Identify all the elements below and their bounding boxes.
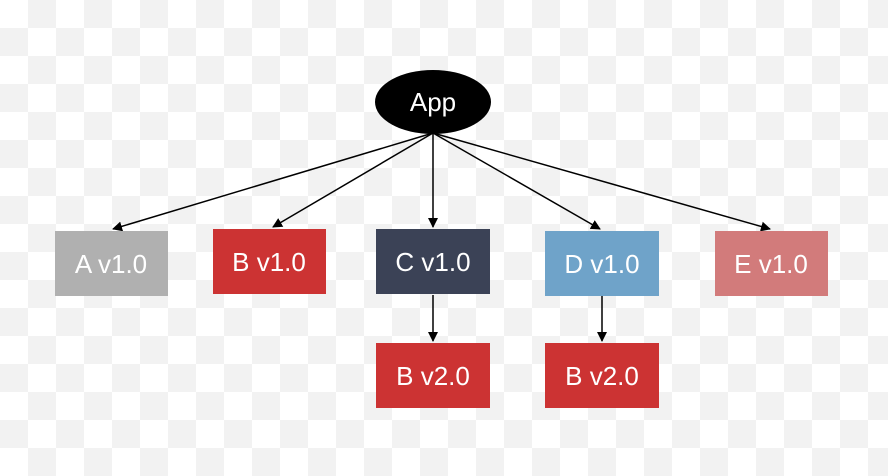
nodes: App A v1.0 B v1.0 C v1.0 D v1.0 E v1.0 [55, 70, 828, 408]
node-d-v1-shape [545, 231, 659, 296]
node-d-v1-label: D v1.0 [564, 249, 639, 279]
node-c-v1-label: C v1.0 [395, 247, 470, 277]
node-d-v1[interactable]: D v1.0 [545, 231, 659, 296]
node-b-v2-under-d-label: B v2.0 [565, 361, 639, 391]
node-app[interactable]: App [375, 70, 491, 134]
edge-app-to-a-v1 [112, 132, 434, 232]
node-e-v1-shape [715, 231, 828, 296]
node-c-v1[interactable]: C v1.0 [376, 229, 490, 294]
node-e-v1[interactable]: E v1.0 [715, 231, 828, 296]
edge-app-to-b-v1 [272, 132, 434, 228]
node-b-v2-under-c[interactable]: B v2.0 [376, 343, 490, 408]
node-a-v1-label: A v1.0 [75, 249, 147, 279]
node-b-v1-shape [213, 229, 326, 294]
node-a-v1[interactable]: A v1.0 [55, 231, 168, 296]
node-e-v1-label: E v1.0 [734, 249, 808, 279]
edges [112, 132, 771, 342]
node-b-v2-under-d-shape [545, 343, 659, 408]
node-app-shape [375, 70, 491, 134]
node-b-v2-under-c-label: B v2.0 [396, 361, 470, 391]
edge-app-to-d-v1 [432, 132, 601, 230]
node-b-v2-under-c-shape [376, 343, 490, 408]
edge-app-to-e-v1 [432, 132, 771, 232]
node-a-v1-shape [55, 231, 168, 296]
node-b-v1-label: B v1.0 [232, 247, 306, 277]
node-b-v1[interactable]: B v1.0 [213, 229, 326, 294]
node-c-v1-shape [376, 229, 490, 294]
node-b-v2-under-d[interactable]: B v2.0 [545, 343, 659, 408]
node-app-label: App [410, 87, 456, 117]
